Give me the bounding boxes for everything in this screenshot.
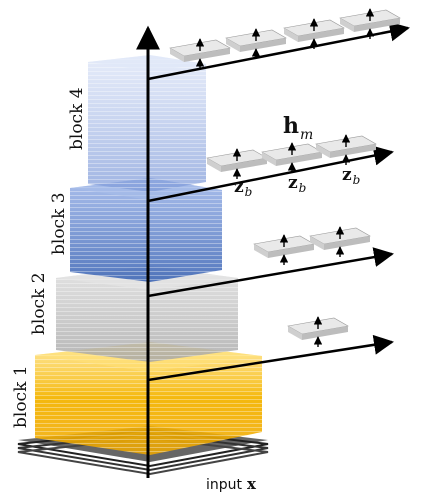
token-tile	[253, 234, 315, 265]
token-tiles	[169, 8, 401, 347]
block-1-label: block 1	[11, 365, 31, 428]
token-tile	[309, 226, 371, 257]
token-z-label-3: zb	[342, 165, 360, 187]
block-3-stack	[70, 178, 222, 282]
token-tile	[287, 316, 349, 347]
token-z-label-1: zb	[234, 177, 252, 199]
token-tile	[315, 134, 377, 165]
input-variable: x	[247, 475, 257, 493]
token-tile	[339, 8, 401, 39]
block-1-output-arrow	[147, 334, 394, 382]
block-2-output-arrow	[147, 247, 394, 298]
token-tile	[283, 18, 345, 49]
block-4-output-arrow	[147, 21, 410, 81]
block-3-output-arrow	[147, 145, 394, 203]
block-2-label: block 2	[29, 272, 49, 335]
block-4-label: block 4	[67, 87, 87, 150]
token-tile	[225, 28, 287, 59]
token-z-label-2: zb	[288, 173, 306, 195]
token-tile	[206, 148, 268, 179]
block-3-label: block 3	[49, 192, 69, 255]
feature-h-label: hm	[283, 113, 313, 143]
input-word: input	[206, 477, 243, 493]
token-tile	[169, 38, 231, 69]
